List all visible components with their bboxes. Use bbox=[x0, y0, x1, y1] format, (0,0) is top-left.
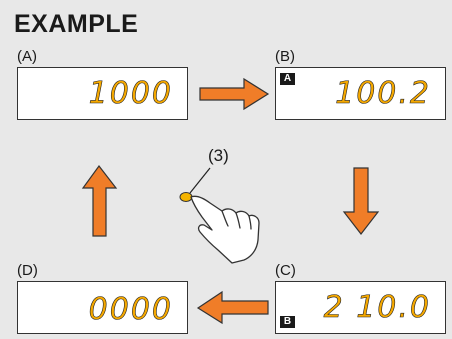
panel-d-value: 0000 bbox=[88, 292, 173, 328]
button-3-icon bbox=[179, 192, 193, 202]
arrow-left-icon bbox=[196, 290, 269, 325]
badge-b: B bbox=[280, 316, 295, 328]
callout-leader bbox=[189, 167, 211, 194]
pointing-hand-icon bbox=[190, 195, 260, 264]
panel-b-label: (B) bbox=[275, 48, 295, 65]
panel-a-display: 1000 bbox=[17, 67, 188, 120]
panel-a-label: (A) bbox=[17, 48, 37, 65]
arrow-up-icon bbox=[81, 164, 118, 237]
panel-c-label: (C) bbox=[275, 262, 296, 279]
panel-d-label: (D) bbox=[17, 262, 38, 279]
panel-a-value: 1000 bbox=[88, 76, 173, 112]
diagram-title: EXAMPLE bbox=[14, 10, 139, 38]
panel-b-value: 100.2 bbox=[335, 76, 431, 112]
panel-c-value: 2 10.0 bbox=[323, 290, 431, 326]
arrow-down-icon bbox=[342, 167, 380, 235]
badge-a: A bbox=[280, 73, 295, 85]
panel-d-display: 0000 bbox=[17, 281, 188, 334]
callout-3-label: (3) bbox=[208, 146, 229, 165]
panel-b-display: A 100.2 bbox=[275, 67, 446, 120]
arrow-right-icon bbox=[199, 77, 270, 111]
panel-c-display: B 2 10.0 bbox=[275, 281, 446, 334]
